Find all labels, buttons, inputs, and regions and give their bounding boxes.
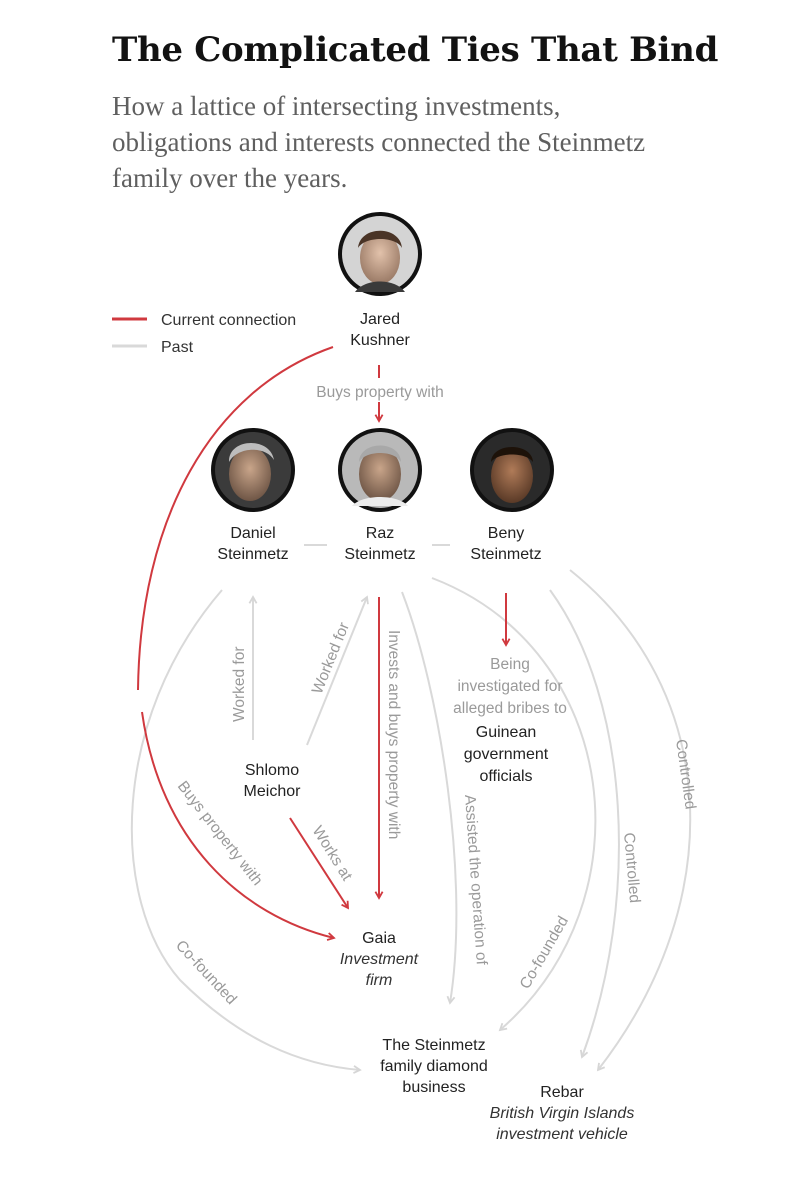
past-edges: [130, 544, 692, 1070]
label-buys-property-top: Buys property with: [316, 384, 444, 401]
beny-name-2: Steinmetz: [470, 546, 541, 563]
gaia-desc-2: firm: [366, 972, 393, 989]
node-rebar: Rebar British Virgin Islands investment …: [490, 1084, 635, 1143]
gaia-name: Gaia: [362, 930, 396, 947]
label-controlled-outer: Controlled: [672, 738, 699, 810]
shlomo-name-1: Shlomo: [245, 762, 299, 779]
label-works-at: Works at: [309, 823, 356, 884]
label-being-investigated-3: alleged bribes to: [453, 700, 567, 717]
label-invests-and-buys: Invests and buys property with: [385, 630, 402, 839]
node-beny: Beny Steinmetz: [470, 525, 541, 563]
portrait-raz: [338, 428, 422, 512]
label-co-founded-left: Co-founded: [172, 937, 240, 1008]
edge-raz-assisted-diamond: [401, 591, 458, 1003]
edge-shlomo-worked-for-raz: [306, 597, 367, 746]
edge-beny-controlled-rebar-inner: [549, 589, 620, 1057]
node-diamond-business: The Steinmetz family diamond business: [380, 1037, 488, 1096]
edge-daniel-cofounded-diamond: [130, 589, 360, 1070]
portrait-daniel: [211, 428, 295, 512]
label-assisted-operation: Assisted the operation of: [461, 794, 490, 966]
page-title: The Complicated Ties That Bind: [112, 30, 719, 70]
label-controlled-inner: Controlled: [620, 832, 643, 904]
daniel-name-1: Daniel: [230, 525, 275, 542]
label-being-investigated-1: Being: [490, 656, 530, 673]
diamond-line-2: family diamond: [380, 1058, 488, 1075]
jared-name-2: Kushner: [350, 332, 410, 349]
page-subtitle: How a lattice of intersecting investment…: [112, 91, 646, 193]
edge-jared-buys-with-gaia: [141, 711, 334, 938]
node-guinean-officials: Guinean government officials: [464, 724, 549, 785]
current-edges: [137, 346, 506, 938]
guinean-line-3: officials: [479, 768, 532, 785]
gaia-desc-1: Investment: [340, 951, 419, 968]
rebar-desc-1: British Virgin Islands: [490, 1105, 635, 1122]
guinean-line-2: government: [464, 746, 549, 763]
rebar-name: Rebar: [540, 1084, 584, 1101]
portrait-jared: [338, 212, 422, 296]
legend-past-label: Past: [161, 339, 194, 356]
jared-name-1: Jared: [360, 311, 400, 328]
raz-name-1: Raz: [366, 525, 394, 542]
diamond-line-3: business: [402, 1079, 465, 1096]
node-jared: Jared Kushner: [350, 311, 410, 349]
edge-beny-controlled-rebar-outer: [569, 569, 692, 1070]
raz-name-2: Steinmetz: [344, 546, 415, 563]
daniel-name-2: Steinmetz: [217, 546, 288, 563]
edge-shlomo-works-at-gaia: [289, 817, 348, 908]
node-shlomo: Shlomo Meichor: [244, 762, 302, 800]
guinean-line-1: Guinean: [476, 724, 537, 741]
legend-current-label: Current connection: [161, 312, 296, 329]
edge-beny-cofounded-diamond: [431, 577, 597, 1030]
portrait-beny: [470, 428, 554, 512]
beny-name-1: Beny: [488, 525, 524, 542]
node-raz: Raz Steinmetz: [344, 525, 415, 563]
label-worked-for-daniel: Worked for: [231, 646, 248, 722]
edge-jared-curve: [137, 346, 334, 691]
label-being-investigated-2: investigated for: [457, 678, 562, 695]
node-gaia: Gaia Investment firm: [340, 930, 419, 989]
shlomo-name-2: Meichor: [244, 783, 302, 800]
rebar-desc-2: investment vehicle: [496, 1126, 628, 1143]
legend: Current connection Past: [112, 312, 296, 356]
diamond-line-1: The Steinmetz: [382, 1037, 485, 1054]
node-daniel: Daniel Steinmetz: [217, 525, 288, 563]
